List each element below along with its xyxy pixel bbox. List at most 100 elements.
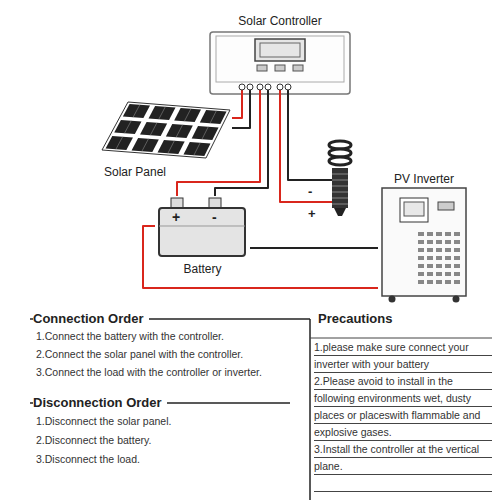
cell-line (150, 123, 157, 135)
polarity-sign: - (212, 209, 217, 225)
precaution-table: 1.please make sure connect your inverter… (314, 339, 492, 500)
vent-slot (418, 256, 424, 260)
wire (250, 247, 378, 249)
text-holder: PV Inverter (378, 169, 470, 187)
cell-line (210, 111, 216, 123)
solar-cell (184, 142, 211, 156)
solar-cell (140, 122, 167, 136)
vent-slot (427, 248, 433, 252)
control-button (257, 65, 267, 71)
terminal (285, 84, 291, 90)
text-holder: Battery (155, 259, 250, 277)
wire-pair (232, 100, 250, 128)
polarity-sign: - (308, 184, 312, 199)
wire (280, 100, 302, 202)
vent-slot (436, 256, 442, 260)
section-heading: Disconnection Order (33, 395, 167, 410)
wheel (453, 296, 460, 303)
vent-slot (445, 240, 451, 244)
vent-slot (418, 280, 424, 284)
solar-cell (123, 104, 150, 118)
inverter-screen-inner (404, 202, 424, 216)
polarity-sign: + (308, 206, 316, 221)
base-thread (332, 174, 348, 175)
control-button (293, 65, 303, 71)
precaution-text: 3.Install the controller at the vertical… (314, 441, 492, 475)
cell-line (168, 141, 174, 153)
battery-terminal (171, 198, 183, 208)
step-text: 2.Connect the solar panel with the contr… (36, 347, 243, 361)
pv-inverter: PV Inverter (378, 168, 470, 306)
vent-slot (436, 240, 442, 244)
polarity-sign: + (172, 209, 180, 225)
battery-band (159, 226, 245, 227)
divider-line (309, 319, 311, 500)
precaution-text: 1.please make sure connect your inverter… (314, 339, 492, 373)
cell-line (194, 143, 200, 155)
terminal (277, 84, 283, 90)
vent-slot (436, 264, 442, 268)
battery: + - Battery (155, 196, 250, 278)
cell-line (142, 139, 149, 151)
bulb-coil (329, 157, 351, 165)
base-thread (332, 198, 348, 199)
base-thread (332, 186, 348, 187)
wheel (389, 296, 396, 303)
display-inner (260, 43, 300, 57)
step-text: 2.Disconnect the battery. (36, 433, 151, 447)
vent-slot (445, 248, 451, 252)
load-bulb: -+ (302, 140, 360, 225)
section-heading: Connection Order (33, 311, 149, 326)
vent-slot (454, 248, 460, 252)
cell-line (176, 125, 182, 137)
vent-slot (436, 248, 442, 252)
cell-line (133, 105, 140, 117)
vent-slot (427, 280, 433, 284)
display-screen (255, 39, 305, 61)
step-text: 1.Connect the battery with the controlle… (36, 329, 224, 343)
vent-slot (454, 272, 460, 276)
solar-cell (106, 136, 133, 150)
vent-slot (418, 240, 424, 244)
battery-case (159, 208, 245, 256)
vent-slot (445, 232, 451, 236)
battery-terminal (209, 198, 221, 208)
vent-slot (418, 264, 424, 268)
inverter-switch (438, 202, 454, 210)
text-holder: - (308, 182, 312, 200)
solar-cell (174, 108, 201, 122)
step-text: 3.Disconnect the load. (36, 452, 140, 466)
text-holder: Solar Panel (104, 162, 166, 180)
vent-slot (436, 232, 442, 236)
vent-slot (445, 264, 451, 268)
component-label: Solar Controller (238, 14, 321, 28)
vent-slot (454, 256, 460, 260)
vent-slot (427, 264, 433, 268)
vent-slot (454, 240, 460, 244)
step-text: 1.Disconnect the solar panel. (36, 414, 171, 428)
solar-controller: Solar Controller (200, 8, 360, 100)
inverter-screen (400, 198, 428, 222)
text-holder: + (172, 208, 180, 226)
wire-stub (302, 179, 332, 181)
component-label: PV Inverter (394, 172, 454, 186)
base-thread (332, 204, 348, 205)
bulb-tip (334, 208, 346, 216)
vent-slot (454, 280, 460, 284)
component-label: Battery (183, 262, 221, 276)
terminal (239, 84, 245, 90)
section-heading: Precautions (318, 311, 397, 326)
vent-slot (454, 264, 460, 268)
solar-cell (158, 140, 185, 154)
vent-slot (418, 272, 424, 276)
terminal (257, 84, 263, 90)
solar-cell (132, 138, 159, 152)
vent-slot (436, 272, 442, 276)
vent-slot (436, 280, 442, 284)
solar-cell (114, 120, 141, 134)
wire-pair (280, 100, 302, 202)
solar-panel: Solar Panel (100, 100, 232, 180)
solar-cell (166, 124, 193, 138)
wire (232, 100, 250, 128)
